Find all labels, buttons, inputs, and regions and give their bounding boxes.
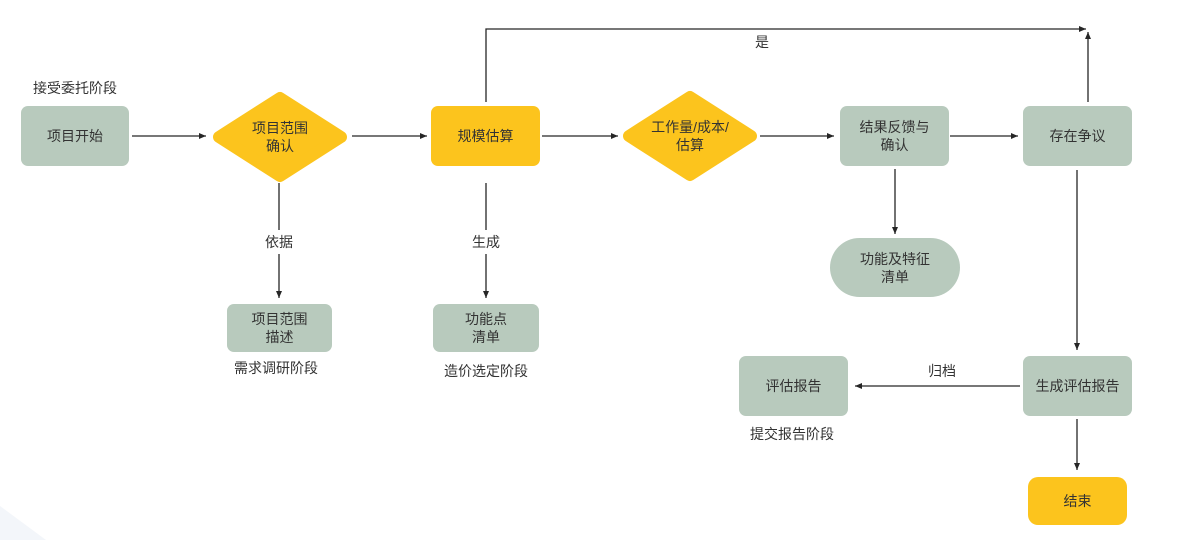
node-label-line: 规模估算 [457, 128, 514, 144]
node-label: 功能及特征 清单 [860, 250, 930, 286]
node-label-line: 存在争议 [1049, 128, 1106, 144]
node-label-line: 生成评估报告 [1035, 378, 1120, 394]
diamond-shape [623, 91, 757, 181]
node-scale-estimate: 规模估算 [431, 106, 540, 166]
edge-label-generate: 生成 [470, 230, 502, 254]
edge-scale-estimate-yes-loop [485, 26, 1086, 102]
node-label-line: 清单 [881, 268, 909, 285]
node-result-feedback: 结果反馈与 确认 [840, 106, 949, 166]
node-label-line: 项目开始 [47, 128, 103, 144]
diamond-polygon [213, 92, 347, 182]
node-label-line: 估算 [676, 137, 704, 153]
node-label: 规模估算 [458, 127, 514, 145]
node-label: 结果反馈与 确认 [860, 118, 930, 154]
node-label-line: 项目范围 [252, 120, 308, 136]
stage-label-requirements-research: 需求调研阶段 [234, 360, 318, 376]
node-label: 项目范围 确认 [252, 119, 308, 155]
stage-label-report-submission: 提交报告阶段 [750, 426, 834, 442]
node-label-line: 确认 [266, 138, 294, 154]
node-project-start: 项目开始 [21, 106, 129, 166]
node-label: 评估报告 [766, 377, 822, 395]
diamond-shape [213, 92, 347, 182]
node-label-line: 描述 [265, 329, 294, 345]
edge-label-basis: 依据 [263, 230, 295, 254]
node-label: 项目开始 [47, 127, 103, 145]
edge-label-yes: 是 [755, 34, 769, 50]
node-scope-description: 项目范围 描述 [227, 304, 332, 352]
node-function-point-list: 功能点 清单 [433, 304, 539, 352]
node-generate-report: 生成评估报告 [1023, 356, 1132, 416]
edge-label-archive: 归档 [928, 363, 956, 379]
node-label-line: 评估报告 [765, 378, 822, 394]
node-workload-cost-estimate-decision: 工作量/成本/ 估算 [617, 87, 763, 185]
node-assessment-report: 评估报告 [739, 356, 848, 416]
node-label-line: 功能点 [465, 311, 507, 327]
node-feature-list: 功能及特征 清单 [830, 238, 960, 297]
node-label-line: 确认 [880, 137, 909, 153]
node-label-line: 清单 [472, 329, 500, 345]
node-label: 结束 [1064, 492, 1092, 510]
node-scope-confirm-decision: 项目范围 确认 [207, 88, 353, 186]
node-dispute: 存在争议 [1023, 106, 1132, 166]
node-label-line: 结束 [1063, 493, 1092, 509]
node-label-line: 结果反馈与 [859, 119, 930, 135]
node-label: 功能点 清单 [465, 310, 507, 346]
node-label: 生成评估报告 [1036, 377, 1120, 395]
node-label-line: 功能及特征 [860, 250, 930, 267]
stage-label-entrust: 接受委托阶段 [33, 80, 117, 96]
node-label: 工作量/成本/ 估算 [651, 118, 729, 154]
stage-label-cost-selection: 造价选定阶段 [444, 363, 528, 379]
node-label-line: 项目范围 [251, 311, 308, 327]
node-label: 项目范围 描述 [252, 310, 308, 346]
diamond-polygon [623, 91, 757, 181]
node-end: 结束 [1028, 477, 1127, 525]
corner-decoration [0, 506, 46, 540]
node-label-line: 工作量/成本/ [651, 119, 729, 135]
node-label: 存在争议 [1050, 127, 1106, 145]
